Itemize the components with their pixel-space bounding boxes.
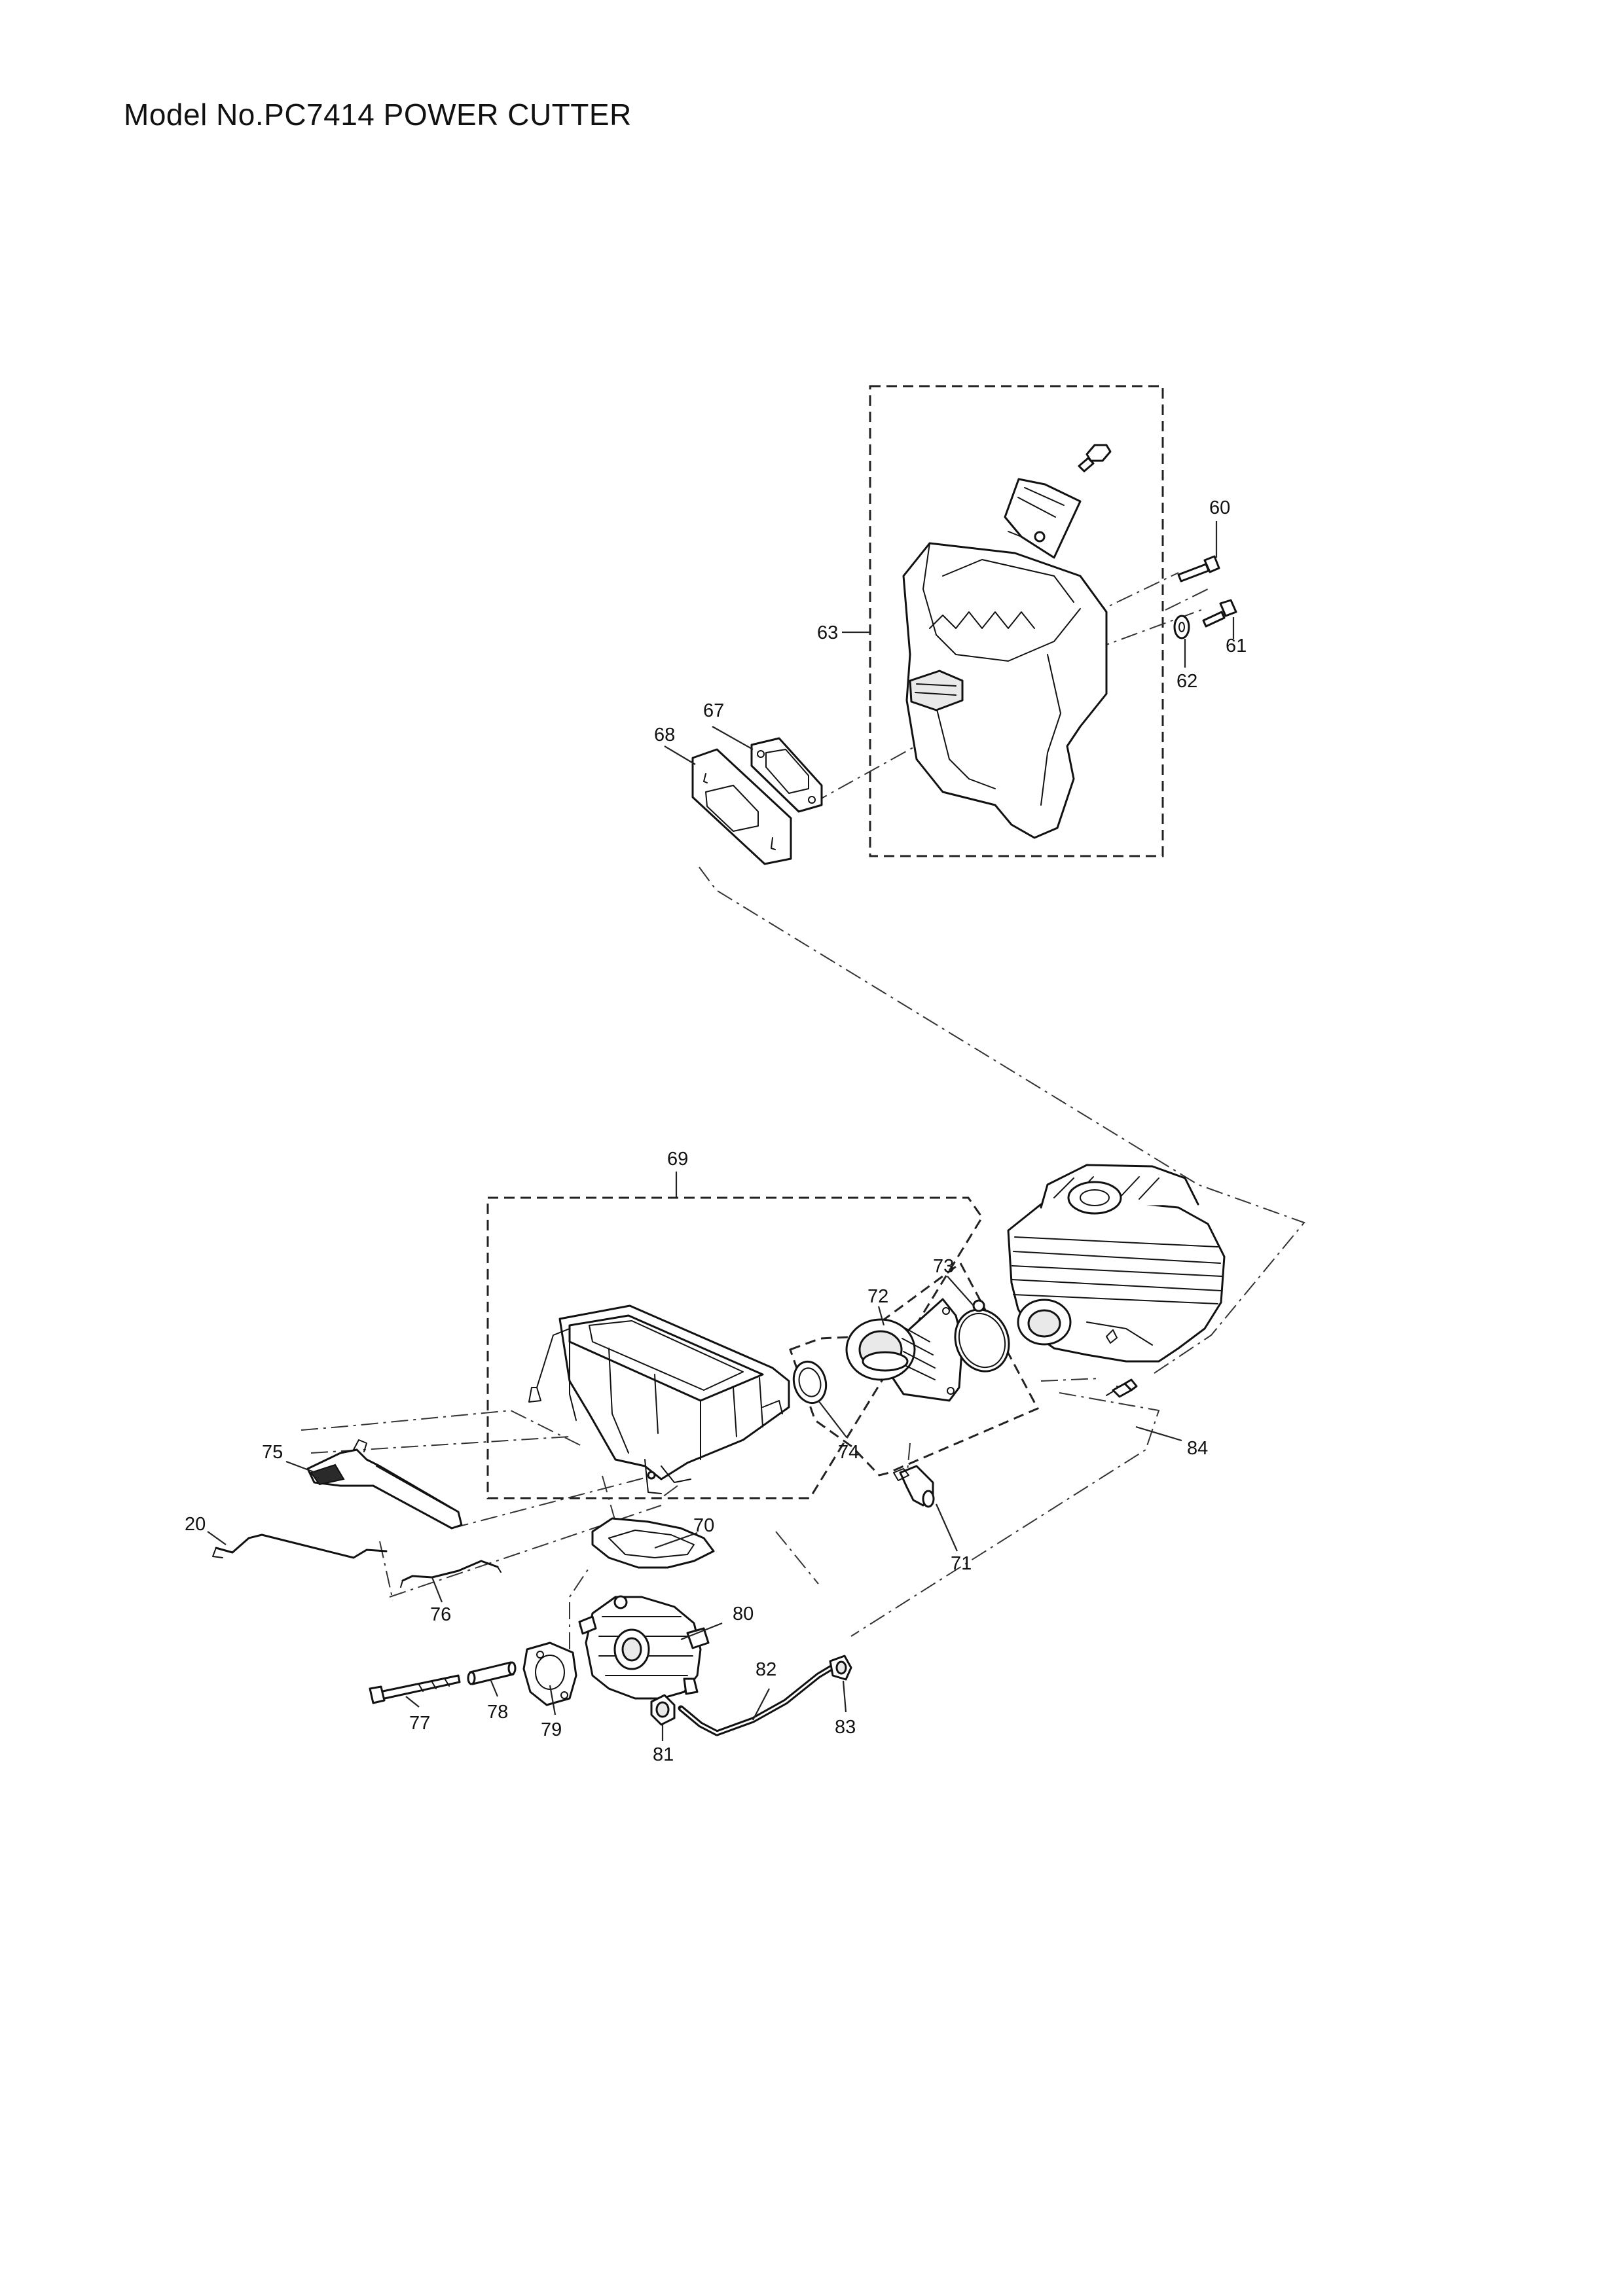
label-78: 78 [487, 1702, 508, 1723]
ring-74 [792, 1360, 828, 1405]
muffler-bolt-60 [1177, 555, 1220, 583]
throttle-rod-76 [400, 1560, 501, 1588]
carburetor-80 [578, 1595, 710, 1700]
label-20: 20 [185, 1514, 206, 1535]
label-68: 68 [654, 725, 675, 745]
grommet-83 [829, 1655, 852, 1681]
label-71: 71 [951, 1553, 972, 1574]
air-cleaner-group-box [486, 1196, 983, 1499]
label-62: 62 [1176, 671, 1197, 692]
muffler-bolt-61 [1202, 599, 1237, 628]
label-72: 72 [867, 1286, 888, 1307]
label-75: 75 [262, 1442, 283, 1463]
air-cleaner-base [528, 1304, 790, 1494]
label-69: 69 [667, 1149, 688, 1170]
bolt-77 [369, 1674, 461, 1704]
label-63: 63 [817, 622, 838, 643]
label-73: 73 [933, 1256, 954, 1277]
intake-group-box [789, 1261, 1040, 1477]
label-83: 83 [835, 1717, 856, 1738]
fitting-71 [893, 1465, 935, 1508]
muffler [902, 542, 1108, 839]
clamp-81 [650, 1694, 676, 1726]
assembly-lines [301, 572, 1305, 1649]
label-70: 70 [693, 1515, 714, 1536]
label-80: 80 [733, 1604, 754, 1624]
label-76: 76 [430, 1604, 451, 1625]
choke-lever-75 [306, 1439, 463, 1530]
washer-62 [1173, 615, 1190, 639]
label-60: 60 [1209, 497, 1230, 518]
muffler-gasket-67 [750, 737, 823, 813]
muffler-plate-68 [691, 748, 792, 865]
label-77: 77 [409, 1713, 430, 1734]
heat-shield [1004, 478, 1082, 559]
cylinder [1007, 1164, 1226, 1363]
label-67: 67 [703, 700, 724, 721]
label-74: 74 [838, 1442, 859, 1463]
label-82: 82 [756, 1659, 776, 1680]
muffler-group-box [869, 385, 1164, 857]
choke-rod-20 [212, 1534, 388, 1559]
intake-hose-70 [591, 1517, 715, 1569]
o-ring-73 [954, 1299, 1010, 1372]
page-title: Model No.PC7414 POWER CUTTER [124, 98, 632, 132]
leader-lines [207, 521, 1235, 1741]
spacer-78 [467, 1661, 517, 1685]
decompression-valve-84 [1106, 1378, 1138, 1398]
intake-manifold-72 [845, 1298, 964, 1402]
label-61: 61 [1226, 636, 1247, 656]
shield-screw [1078, 444, 1112, 473]
label-81: 81 [653, 1744, 674, 1765]
label-79: 79 [541, 1719, 562, 1740]
gasket-79 [522, 1641, 577, 1706]
label-84: 84 [1187, 1438, 1208, 1459]
